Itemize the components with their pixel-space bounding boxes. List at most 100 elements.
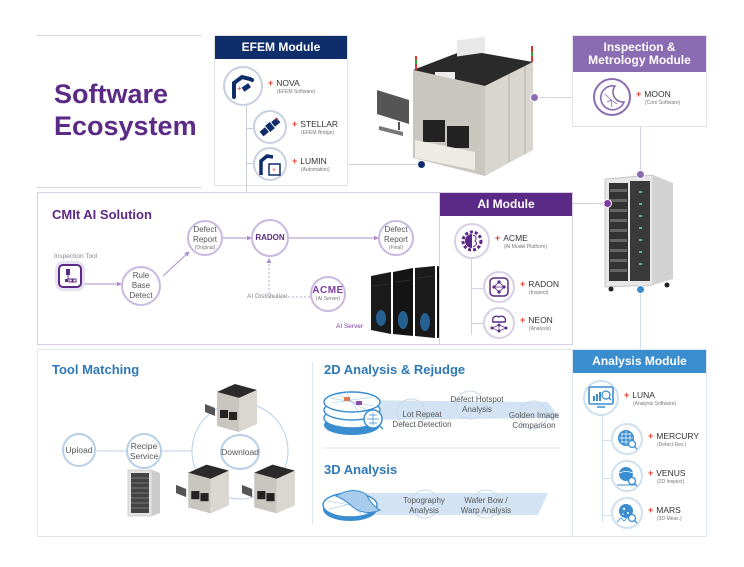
wafer-bow-line2: Warp Analysis: [460, 506, 512, 515]
recipe-server-rack-image: [127, 468, 160, 518]
ai-item-acme[interactable]: +ACME (AI Model Platform): [454, 223, 547, 259]
ai-distribution-label: AI Distribution: [247, 293, 288, 300]
inspection-item-moon[interactable]: +MOON (Core Software): [593, 78, 680, 116]
ai-module-title: AI Module: [477, 197, 535, 211]
automation-robot-icon: +: [253, 147, 287, 181]
defect-report-original-node[interactable]: Defect Report (Original): [187, 220, 223, 256]
analysis-module: Analysis Module +LUNA (Analysis Software…: [572, 349, 707, 537]
mars-label: MARS: [656, 504, 681, 515]
ai-tree-branch: [471, 323, 483, 324]
lot-repeat-line2: Defect Detection: [392, 420, 452, 429]
lumin-label: LUMIN: [300, 155, 327, 166]
tool-machine-image-right: [242, 462, 298, 516]
brain-gear-icon: [454, 223, 490, 259]
nova-sub: (EFEM Software): [277, 88, 316, 95]
ai-solution-title: CMIt AI Solution: [52, 207, 152, 222]
inspection-module-title-2: Metrology Module: [588, 53, 691, 67]
efem-connector-dot: [417, 160, 426, 169]
analysis-tree-branch: [602, 515, 612, 516]
svg-text:+: +: [272, 167, 276, 174]
radon-label: RADON: [528, 278, 559, 289]
stellar-sub: (EFEM Bridge): [301, 129, 335, 136]
venus-label: VENUS: [656, 467, 686, 478]
recipe-line1: Recipe: [130, 441, 158, 451]
cloud-network-icon: [483, 307, 515, 339]
acme-server-sub: (AI Server): [315, 296, 341, 302]
efem-item-stellar[interactable]: + +STELLAR (EFEM Bridge): [253, 110, 338, 144]
inspection-connector: [539, 97, 572, 98]
analysis-3d-title: 3D Analysis: [324, 462, 398, 477]
tool-matching-title: Tool Matching: [52, 362, 140, 377]
analysis-module-title: Analysis Module: [592, 354, 687, 368]
recipe-line2: Service: [129, 451, 159, 461]
upload-node[interactable]: Upload: [62, 433, 96, 467]
wafer-3d-icon: [322, 490, 382, 521]
inspection-tool-icon[interactable]: [58, 264, 82, 288]
title-divider-top: [37, 35, 202, 36]
neon-sub: (Analysis): [529, 325, 551, 332]
ai-server-label: AI Server: [336, 323, 364, 330]
ai-tree-line: [471, 255, 472, 335]
rule-base-detect-node[interactable]: Rule Base Detect: [121, 266, 161, 306]
acme-label: ACME: [503, 232, 528, 243]
hotspot-line2: Analysis: [462, 405, 492, 414]
defect-final-line2: Report: [383, 235, 408, 244]
analysis-item-luna[interactable]: +LUNA (Analysis Software): [583, 380, 676, 416]
server-top-dot: [636, 170, 645, 179]
mercury-sub: (Defect Rev.): [657, 441, 687, 448]
upload-label: Upload: [65, 445, 93, 455]
hotspot-line1: Defect Hotspot: [450, 395, 504, 404]
efem-module-header: EFEM Module: [215, 36, 347, 59]
step-golden-image: Golden Image Comparison: [504, 411, 564, 431]
efem-connector: [348, 164, 421, 165]
mercury-label: MERCURY: [656, 430, 700, 441]
ai-item-neon[interactable]: +NEON (Analysis): [483, 307, 553, 339]
stellar-label: STELLAR: [300, 118, 339, 129]
defect-original-sub: (Original): [194, 245, 216, 251]
planet-magnifier-icon: [611, 497, 643, 529]
moon-label: MOON: [644, 88, 671, 99]
lumin-sub: (Automation): [301, 166, 330, 173]
analysis-2d-title: 2D Analysis & Rejudge: [324, 362, 466, 377]
page-title: Software Ecosystem: [54, 79, 197, 141]
inspection-to-server-line: [640, 127, 641, 177]
defect-final-sub: (Final): [388, 245, 404, 251]
wafer-magnifier-icon: [611, 423, 643, 455]
server-rack-image: [604, 174, 680, 293]
neon-label: NEON: [528, 314, 553, 325]
efem-module: EFEM Module + +NOVA (EFEM Software): [214, 35, 348, 197]
inspection-connector-dot: [530, 93, 539, 102]
venus-sub: (2D Inspect): [657, 478, 685, 485]
radon-node[interactable]: RADON: [251, 219, 289, 257]
recipe-service-node[interactable]: Recipe Service: [126, 433, 162, 469]
acme-ai-server-node[interactable]: ACME (AI Server): [310, 276, 346, 312]
defect-original-line1: Defect: [193, 225, 217, 234]
topography-line2: Analysis: [409, 506, 439, 515]
inspection-machine-image: [375, 36, 565, 180]
svg-text:+: +: [275, 117, 279, 124]
analysis-item-venus[interactable]: +VENUS (2D Inspect): [611, 460, 686, 492]
efem-item-lumin[interactable]: + +LUMIN (Automation): [253, 147, 330, 181]
inspection-module-title-1: Inspection &: [603, 40, 676, 54]
ai-tree-branch: [471, 288, 483, 289]
analysis-item-mercury[interactable]: +MERCURY (Defect Rev.): [611, 423, 699, 455]
analysis-item-mars[interactable]: +MARS (3D Meas.): [611, 497, 682, 529]
step-wafer-bow: Wafer Bow / Warp Analysis: [454, 496, 518, 516]
server-to-analysis-line: [640, 294, 641, 350]
efem-tree-branch: [246, 128, 258, 129]
analysis-tree-branch: [602, 440, 612, 441]
efem-item-nova[interactable]: + +NOVA (EFEM Software): [223, 66, 315, 106]
mars-sub: (3D Meas.): [657, 515, 682, 522]
moon-icon: [593, 78, 631, 116]
ai-item-radon[interactable]: +RADON (Inspect): [483, 271, 559, 303]
download-node[interactable]: Download: [220, 434, 260, 470]
title-divider-bottom: [37, 187, 202, 188]
analysis-module-header: Analysis Module: [573, 350, 706, 373]
radon-sub: (Inspect): [529, 289, 549, 296]
ai-module-header: AI Module: [440, 193, 572, 216]
svg-text:+: +: [237, 84, 242, 93]
defect-report-final-node[interactable]: Defect Report (Final): [378, 220, 414, 256]
analysis-connector-dot: [636, 285, 645, 294]
